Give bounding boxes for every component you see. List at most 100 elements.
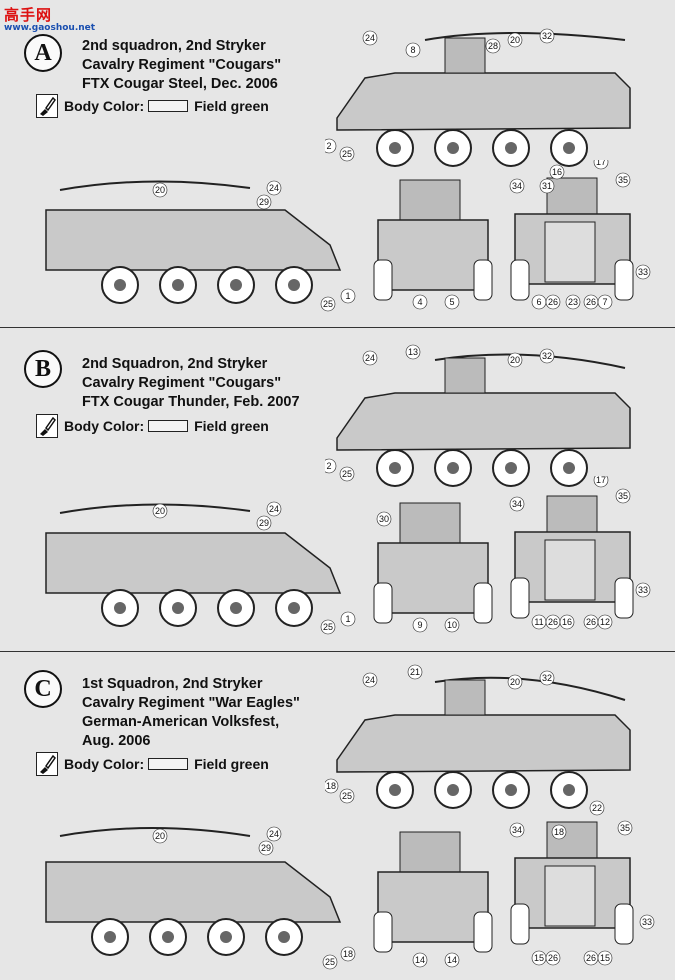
color-swatch — [148, 420, 189, 432]
callout-number: 23 — [568, 297, 578, 307]
watermark-logo-sub: www.gaoshou.net — [4, 23, 96, 33]
paint-brush-icon — [36, 414, 58, 438]
callout-number: 26 — [586, 953, 596, 963]
callout-number: 24 — [365, 353, 375, 363]
callout-number: 20 — [155, 506, 165, 516]
callout-number: 25 — [342, 469, 352, 479]
callout-number: 24 — [269, 829, 279, 839]
callout-number: 20 — [510, 355, 520, 365]
callout-number: 20 — [510, 677, 520, 687]
callout-number: 16 — [562, 617, 572, 627]
callout-number: 32 — [542, 673, 552, 683]
vehicle-front-view: 30 9 10 — [373, 502, 493, 633]
callout-number: 8 — [410, 45, 415, 55]
watermark-logo: 高手网 www.gaoshou.net — [4, 4, 95, 33]
callout-number: 35 — [618, 175, 628, 185]
callout-number: 33 — [638, 585, 648, 595]
callout-number: 15 — [600, 953, 610, 963]
vehicle-side-view-right: 24 21 20 32 18 25 — [325, 664, 631, 809]
scheme-letter-badge: B — [24, 350, 62, 388]
callout-number: 33 — [638, 267, 648, 277]
vehicle-side-view-left: 20 24 29 25 1 — [45, 501, 356, 635]
callout-number: 26 — [548, 297, 558, 307]
callout-number: 22 — [592, 803, 602, 813]
scheme-a-section: A 2nd squadron, 2nd Stryker Cavalry Regi… — [0, 0, 675, 328]
callout-number: 25 — [325, 957, 335, 967]
scheme-title: 1st Squadron, 2nd Stryker Cavalry Regime… — [82, 676, 300, 749]
scheme-title: 2nd squadron, 2nd Stryker Cavalry Regime… — [82, 38, 282, 92]
callout-number: 34 — [512, 825, 522, 835]
callout-number: 24 — [269, 504, 279, 514]
callout-number: 28 — [488, 41, 498, 51]
callout-number: 18 — [554, 827, 564, 837]
callout-number: 20 — [510, 35, 520, 45]
callout-number: 7 — [602, 297, 607, 307]
callout-number: 25 — [323, 299, 333, 309]
callout-number: 17 — [596, 160, 606, 167]
body-color-row: Body Color: Field green — [36, 94, 269, 118]
body-color-value: Field green — [194, 418, 269, 434]
vehicle-front-view: 14 14 — [373, 831, 493, 968]
callout-number: 2 — [326, 461, 331, 471]
callout-number: 15 — [534, 953, 544, 963]
callout-number: 29 — [261, 843, 271, 853]
callout-number: 11 — [534, 617, 543, 627]
callout-number: 5 — [449, 297, 454, 307]
vehicle-rear-view: 34 16 31 17 35 6 26 23 26 7 33 — [509, 160, 651, 310]
callout-number: 26 — [548, 617, 558, 627]
callout-number: 35 — [618, 491, 628, 501]
paint-brush-icon — [36, 752, 58, 776]
body-color-value: Field green — [194, 98, 269, 114]
callout-number: 18 — [343, 949, 353, 959]
callout-number: 9 — [417, 620, 422, 630]
callout-number: 25 — [323, 622, 333, 632]
callout-number: 20 — [155, 185, 165, 195]
callout-number: 24 — [269, 183, 279, 193]
callout-number: 34 — [512, 499, 522, 509]
callout-number: 6 — [536, 297, 541, 307]
callout-number: 34 — [512, 181, 522, 191]
callout-number: 10 — [447, 620, 457, 630]
callout-number: 17 — [596, 476, 606, 485]
callout-number: 24 — [365, 33, 375, 43]
callout-number: 2 — [326, 141, 331, 151]
callout-number: 20 — [155, 831, 165, 841]
callout-number: 24 — [365, 675, 375, 685]
vehicle-rear-view: 34 17 35 11 26 16 26 12 33 — [509, 476, 651, 630]
callout-number: 16 — [552, 167, 562, 177]
callout-number: 32 — [542, 31, 552, 41]
callout-number: 33 — [642, 917, 652, 927]
callout-number: 32 — [542, 351, 552, 361]
vehicle-side-view-left: 20 24 29 25 1 — [45, 180, 356, 312]
body-color-value: Field green — [194, 756, 269, 772]
callout-number: 30 — [379, 514, 389, 524]
callout-number: 35 — [620, 823, 630, 833]
callout-number: 29 — [259, 518, 269, 528]
callout-number: 1 — [345, 291, 350, 301]
vehicle-side-view-right: 24 8 28 20 32 2 25 — [325, 28, 631, 167]
callout-number: 4 — [417, 297, 422, 307]
callout-number: 25 — [342, 149, 352, 159]
body-color-label: Body Color: — [64, 418, 145, 434]
vehicle-side-view-right: 24 13 20 32 2 25 — [325, 344, 631, 487]
callout-number: 25 — [342, 791, 352, 801]
callout-number: 26 — [586, 617, 596, 627]
callout-number: 26 — [548, 953, 558, 963]
body-color-row: Body Color: Field green — [36, 752, 269, 776]
callout-number: 26 — [586, 297, 596, 307]
vehicle-side-view-left: 20 24 29 25 18 — [45, 826, 356, 970]
callout-number: 29 — [259, 197, 269, 207]
callout-number: 18 — [326, 781, 336, 791]
callout-number: 14 — [415, 955, 425, 965]
scheme-c-section: C 1st Squadron, 2nd Stryker Cavalry Regi… — [0, 652, 675, 980]
body-color-label: Body Color: — [64, 756, 145, 772]
color-swatch — [148, 758, 189, 770]
callout-number: 12 — [600, 617, 610, 627]
body-color-row: Body Color: Field green — [36, 414, 269, 438]
callout-number: 21 — [410, 667, 420, 677]
callout-number: 14 — [447, 955, 457, 965]
watermark-logo-text: 高手网 — [4, 6, 53, 24]
color-swatch — [148, 100, 189, 112]
scheme-title: 2nd Squadron, 2nd Stryker Cavalry Regime… — [82, 356, 300, 410]
callout-number: 1 — [345, 614, 350, 624]
